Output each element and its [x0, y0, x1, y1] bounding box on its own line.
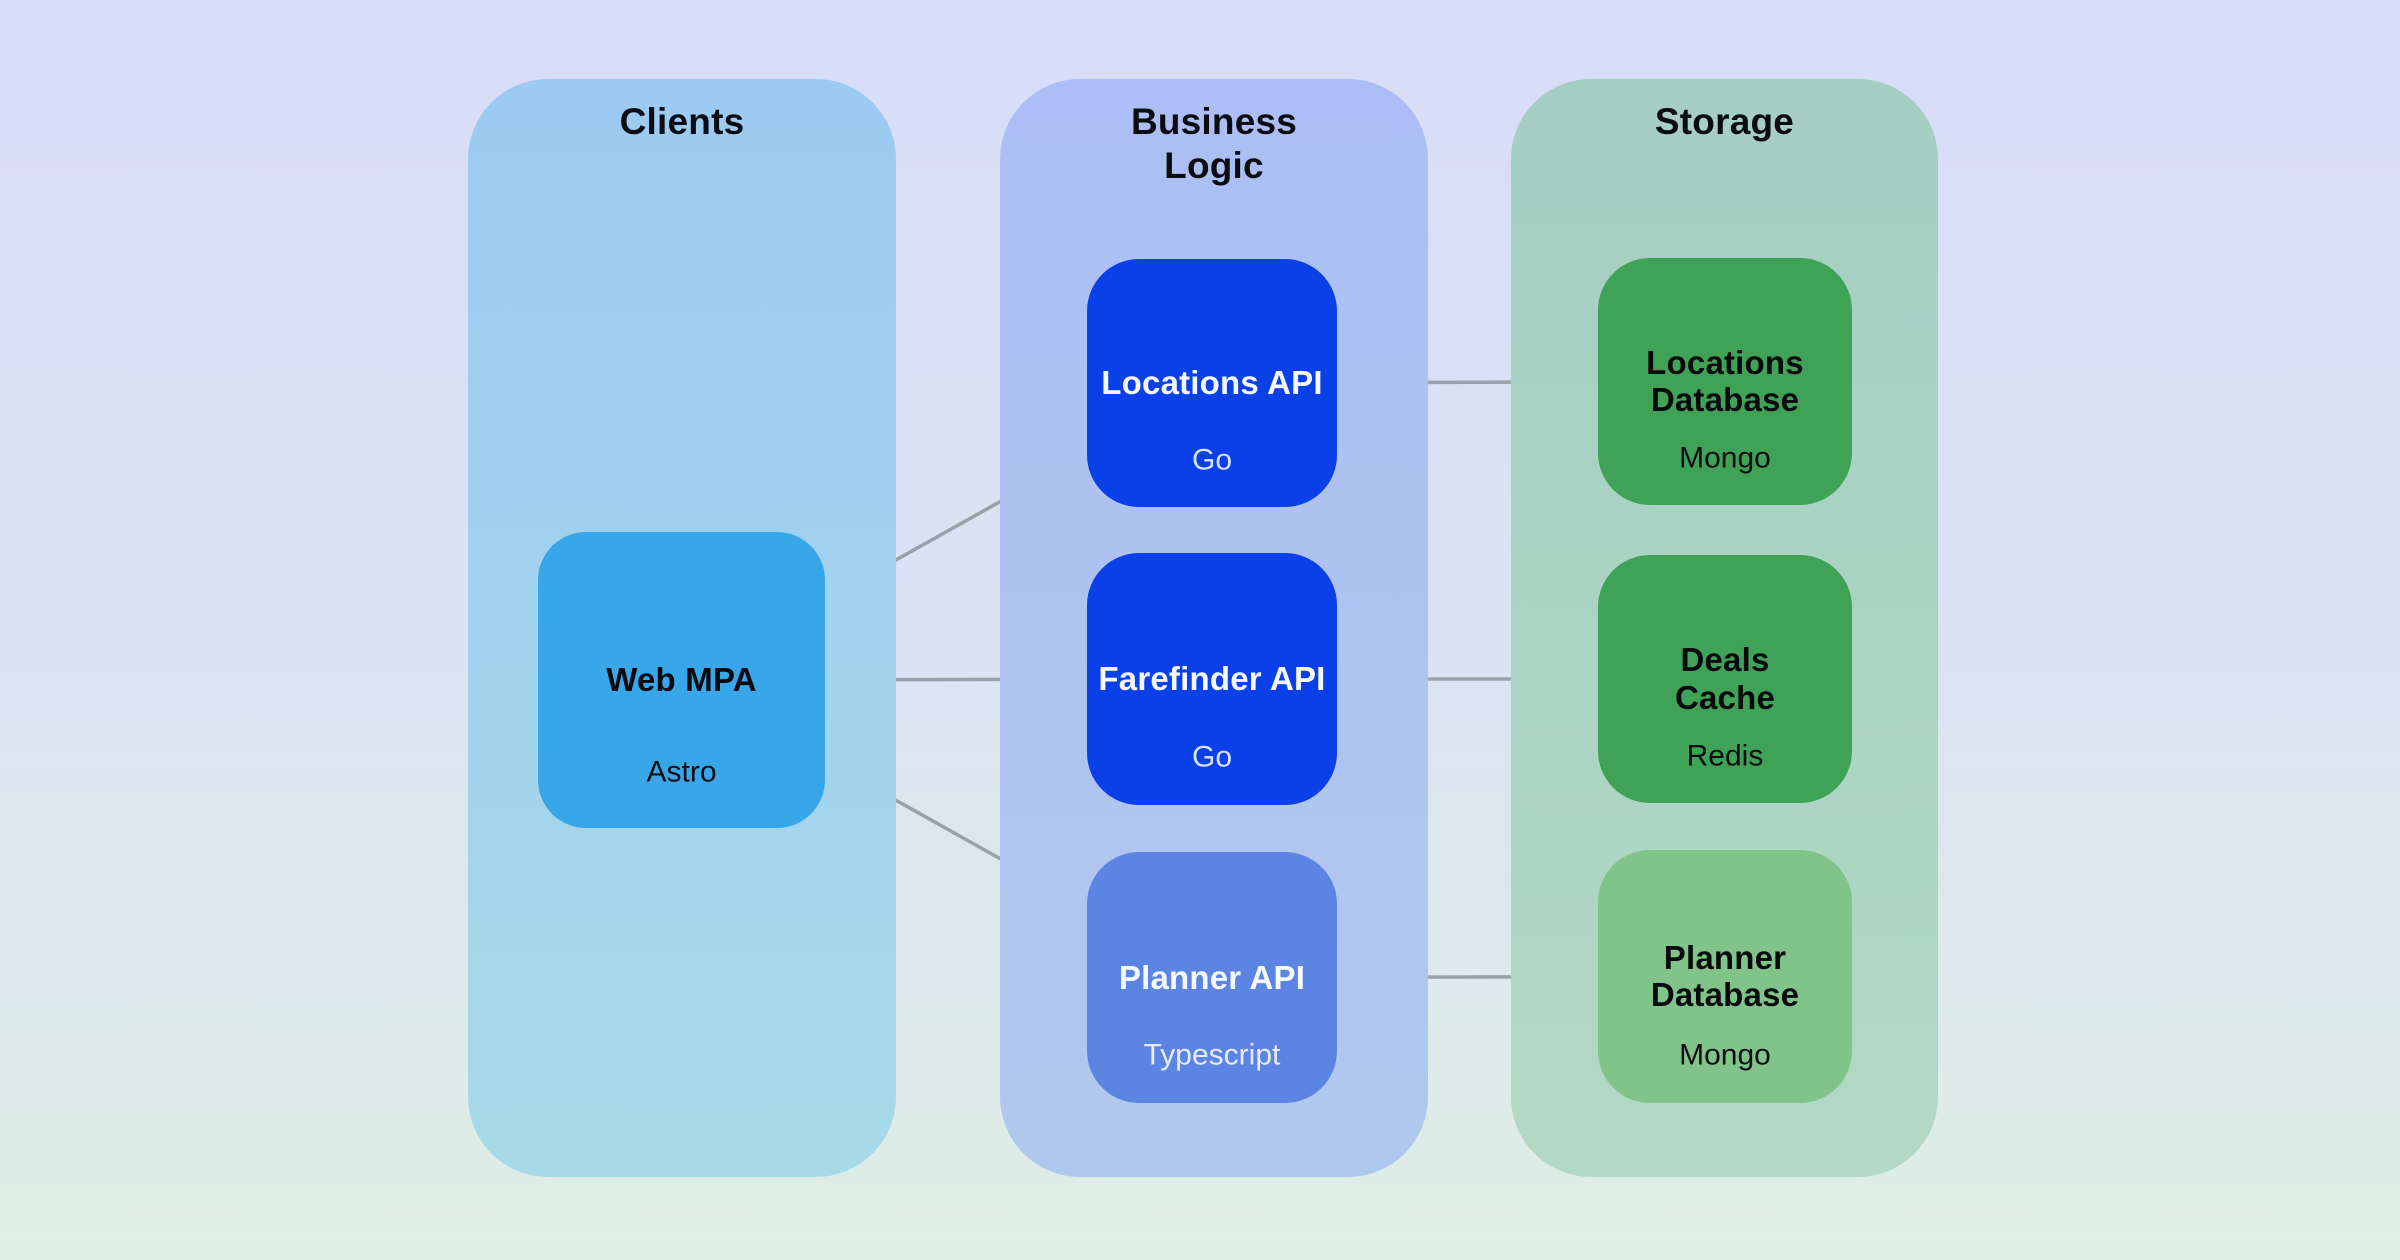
- node-planner-api[interactable]: Planner API Typescript: [1087, 852, 1337, 1103]
- group-title-clients: Clients: [619, 101, 745, 142]
- node-title: Planner API: [1118, 958, 1306, 996]
- node-locations-api[interactable]: Locations API Go: [1087, 259, 1337, 507]
- node-subtitle: Go: [1191, 443, 1233, 477]
- node-subtitle: Go: [1191, 740, 1233, 774]
- node-subtitle: Typescript: [1143, 1038, 1281, 1072]
- node-title: Farefinder API: [1098, 660, 1326, 698]
- node-title: Planner Database: [1650, 938, 1800, 1014]
- node-subtitle: Redis: [1686, 739, 1764, 773]
- node-title: Deals Cache: [1674, 641, 1776, 716]
- node-deals-cache[interactable]: Deals Cache Redis: [1598, 555, 1852, 803]
- group-title-storage: Storage: [1654, 101, 1795, 142]
- node-title: Web MPA: [606, 661, 757, 699]
- node-title: Locations Database: [1646, 343, 1804, 419]
- node-subtitle: Mongo: [1679, 1038, 1771, 1072]
- node-farefinder-api[interactable]: Farefinder API Go: [1087, 553, 1337, 805]
- node-title: Locations API: [1101, 364, 1323, 402]
- node-subtitle: Astro: [646, 755, 717, 789]
- group-title-business-logic: Business Logic: [1130, 101, 1298, 187]
- node-locations-database[interactable]: Locations Database Mongo: [1598, 258, 1852, 505]
- node-subtitle: Mongo: [1679, 441, 1771, 475]
- node-planner-database[interactable]: Planner Database Mongo: [1598, 850, 1852, 1103]
- node-web-mpa[interactable]: Web MPA Astro: [538, 532, 825, 828]
